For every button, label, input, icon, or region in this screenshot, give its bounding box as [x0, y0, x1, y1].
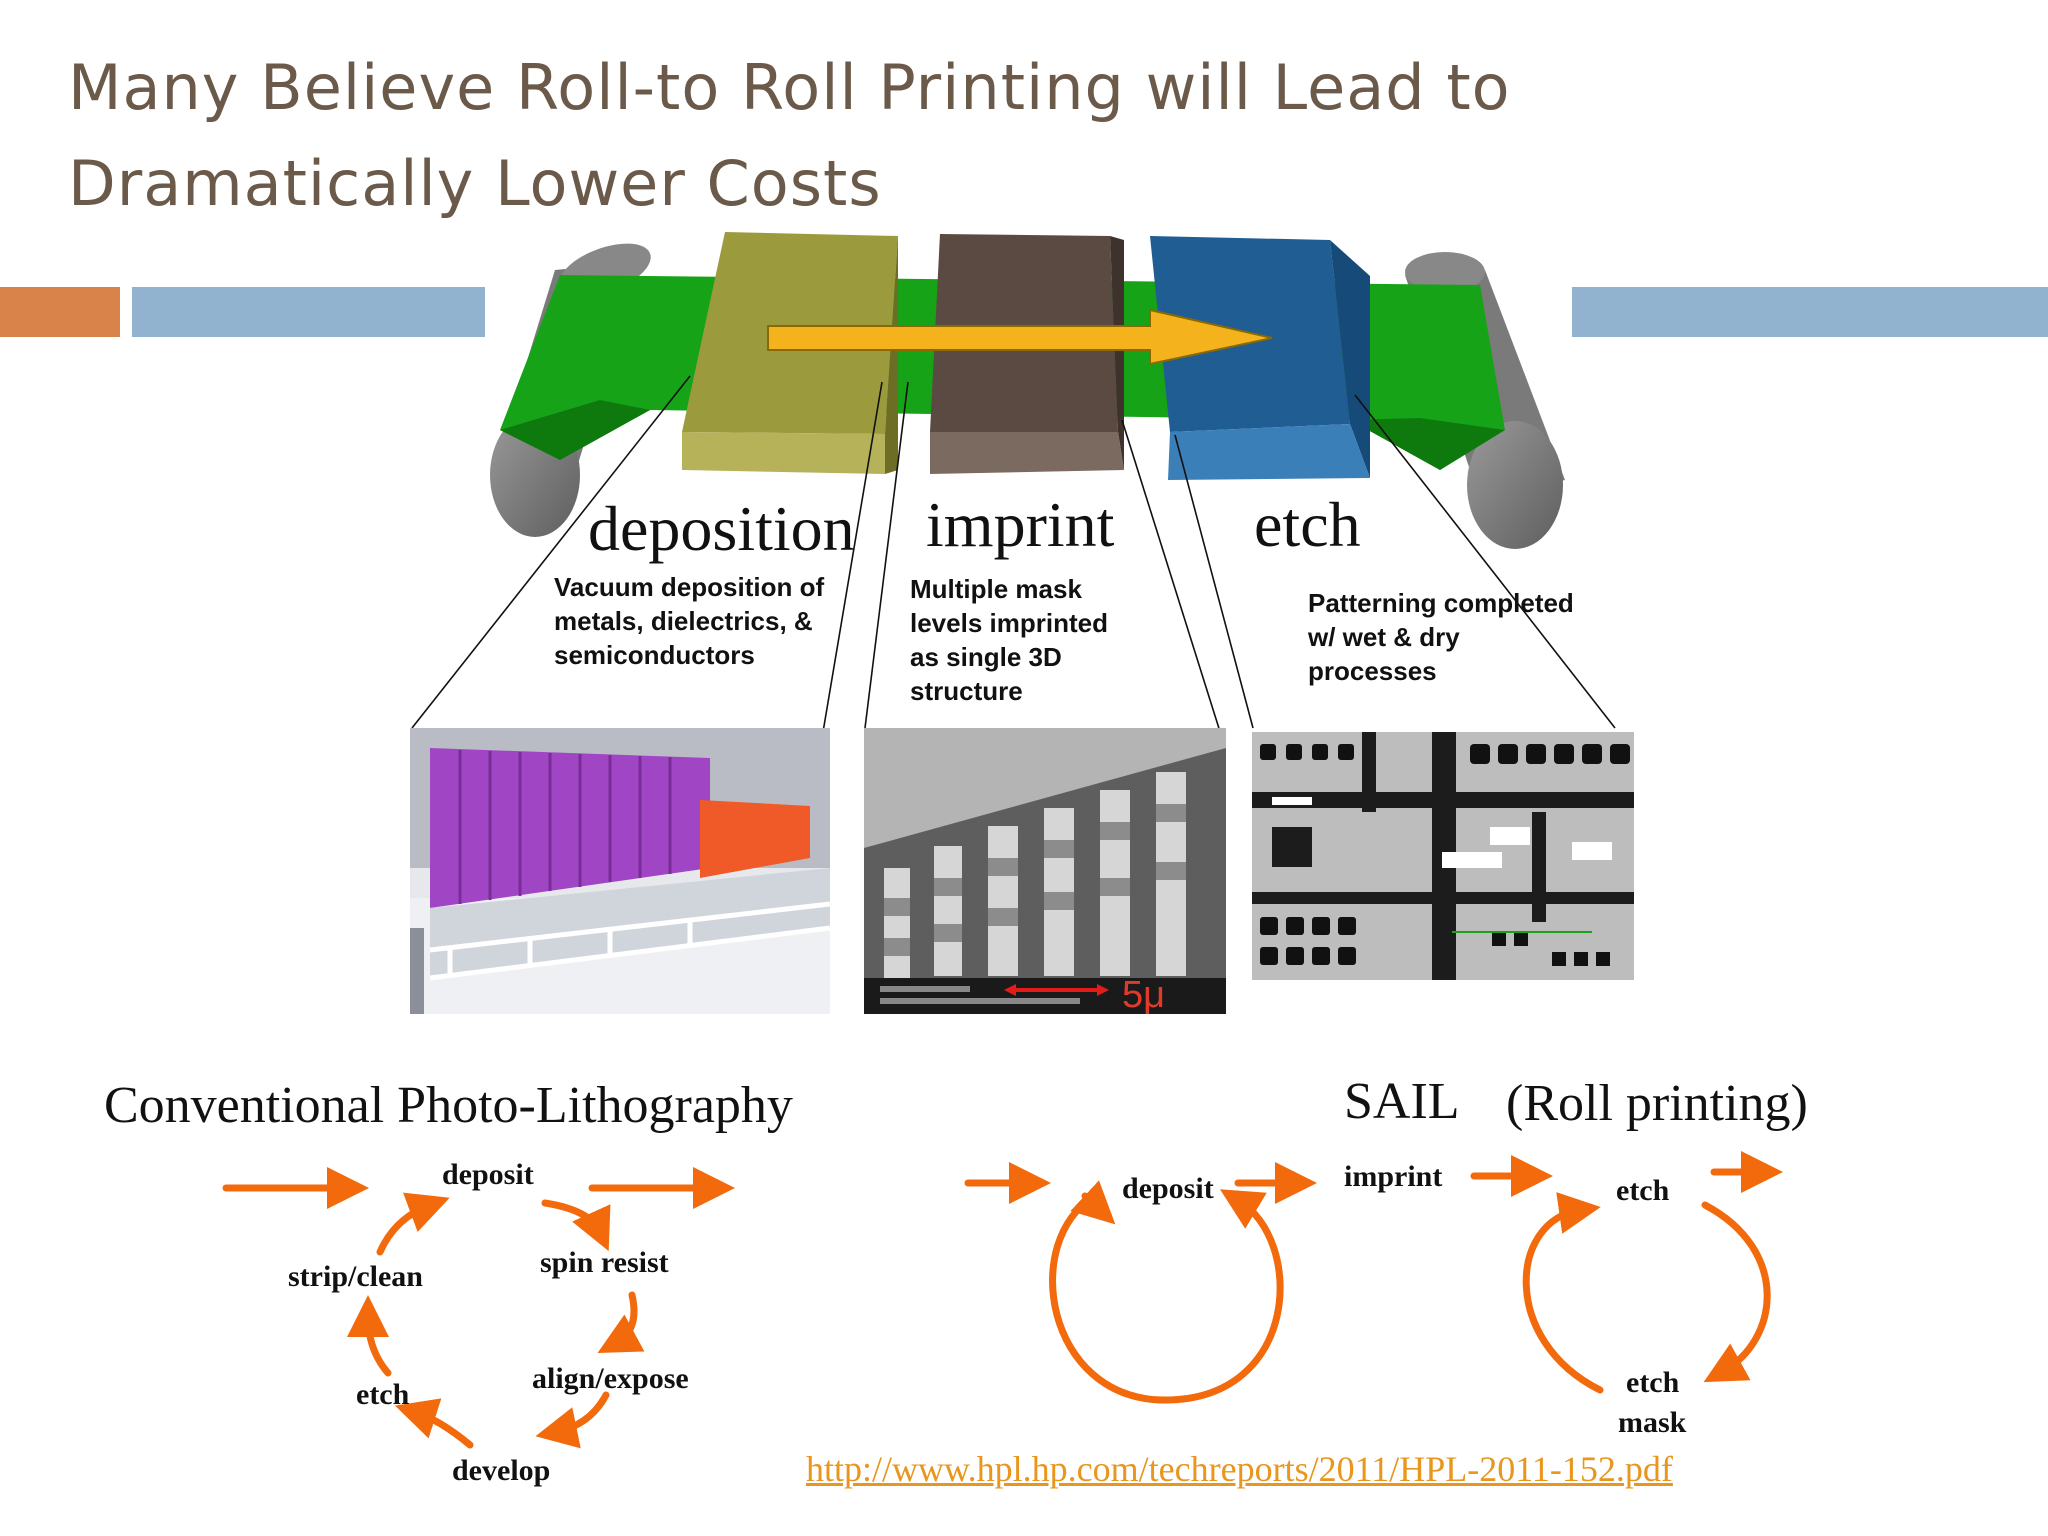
deposition-description-line: metals, dielectrics, & — [554, 606, 813, 636]
accent-bar-orange — [0, 287, 120, 337]
accent-bar-blue-right — [1572, 287, 2048, 337]
slide-title: Many Believe Roll-to Roll Printing will … — [68, 40, 1568, 232]
deposition-description-line: semiconductors — [554, 640, 755, 670]
stage-label-imprint: imprint — [926, 489, 1115, 560]
sail-step-deposit: deposit — [1122, 1172, 1214, 1205]
conventional-step-etch: etch — [356, 1378, 410, 1411]
imprint-description-line: levels imprinted — [910, 608, 1108, 638]
source-link[interactable]: http://www.hpl.hp.com/techreports/2011/H… — [806, 1449, 1673, 1489]
stage-label-etch: etch — [1254, 489, 1361, 560]
sail-heading-sail: SAIL — [1344, 1073, 1460, 1130]
imprint-description: Multiple mask levels imprinted as single… — [910, 572, 1108, 708]
callout-lines — [411, 375, 1616, 739]
deposition-description: Vacuum deposition of metals, dielectrics… — [554, 570, 824, 672]
process-direction-arrow — [767, 308, 1273, 366]
conventional-step-develop: develop — [452, 1454, 551, 1487]
etch-pattern-micrograph — [1252, 732, 1634, 980]
sail-heading-roll-printing: (Roll printing) — [1506, 1075, 1808, 1132]
sail-step-etch-mask-line1: etch — [1626, 1366, 1680, 1399]
conventional-step-strip-clean: strip/clean — [288, 1260, 423, 1293]
slide-title-line-2: Dramatically Lower Costs — [68, 147, 882, 220]
conventional-heading: Conventional Photo-Lithography — [104, 1077, 793, 1134]
imprint-description-line: as single 3D — [910, 642, 1062, 672]
sail-step-etch: etch — [1616, 1174, 1670, 1207]
deposition-equipment-photo — [410, 728, 830, 1014]
imprint-description-line: Multiple mask — [910, 574, 1082, 604]
conventional-step-spin-resist: spin resist — [540, 1246, 669, 1279]
accent-bar-blue-left — [132, 287, 485, 337]
etch-description-line: processes — [1308, 656, 1437, 686]
deposition-description-line: Vacuum deposition of — [554, 572, 825, 602]
imprint-sem-micrograph: 5μ — [864, 728, 1226, 1014]
sail-step-etch-mask-line2: mask — [1618, 1406, 1687, 1439]
stage-label-deposition: deposition — [588, 493, 855, 564]
sem-scale-label: 5μ — [1122, 974, 1166, 1014]
etch-description: Patterning completed w/ wet & dry proces… — [1308, 586, 1574, 688]
conventional-step-deposit: deposit — [442, 1158, 534, 1191]
etch-description-line: w/ wet & dry — [1308, 622, 1460, 652]
sail-step-imprint: imprint — [1344, 1160, 1443, 1193]
etch-description-line: Patterning completed — [1308, 588, 1574, 618]
conventional-step-align-expose: align/expose — [532, 1362, 689, 1395]
slide-title-line-1: Many Believe Roll-to Roll Printing will … — [68, 51, 1511, 124]
imprint-description-line: structure — [910, 676, 1023, 706]
